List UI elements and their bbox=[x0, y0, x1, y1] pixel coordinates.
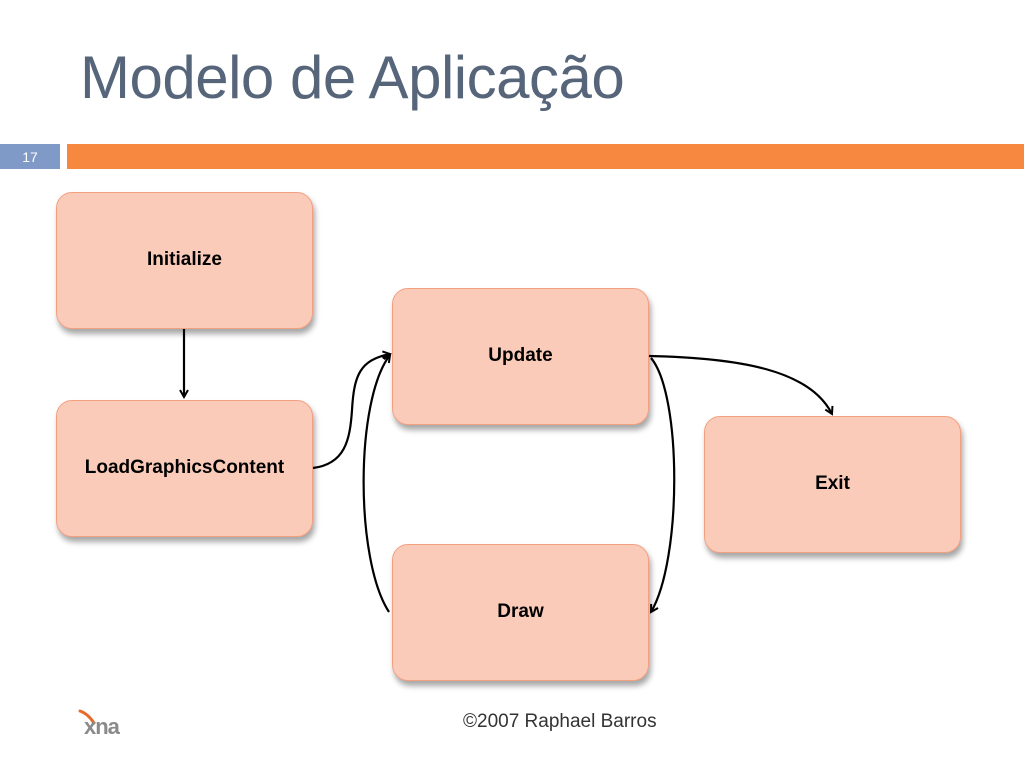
node-exit-label: Exit bbox=[815, 473, 850, 495]
node-draw-label: Draw bbox=[497, 601, 544, 623]
node-update-label: Update bbox=[488, 345, 553, 367]
footer-credit: ©2007 Raphael Barros bbox=[463, 711, 657, 732]
edge-update-to-draw bbox=[651, 357, 676, 612]
svg-text:xna: xna bbox=[84, 714, 121, 739]
node-initialize-label: Initialize bbox=[147, 249, 222, 271]
edge-loadgraphicscontent-to-update bbox=[312, 354, 390, 470]
edge-update-to-exit bbox=[648, 354, 832, 414]
edge-draw-to-update bbox=[362, 355, 390, 613]
xna-logo: xna bbox=[78, 709, 122, 739]
node-load-graphics-content: LoadGraphicsContent bbox=[56, 400, 313, 537]
slide-title: Modelo de Aplicação bbox=[80, 44, 625, 111]
node-exit: Exit bbox=[704, 416, 961, 553]
node-load-graphics-content-label: LoadGraphicsContent bbox=[84, 457, 285, 479]
accent-bar bbox=[67, 144, 1024, 169]
page-number-badge: 17 bbox=[0, 144, 60, 169]
node-draw: Draw bbox=[392, 544, 649, 681]
page-number: 17 bbox=[22, 148, 38, 165]
node-update: Update bbox=[392, 288, 649, 425]
node-initialize: Initialize bbox=[56, 192, 313, 329]
